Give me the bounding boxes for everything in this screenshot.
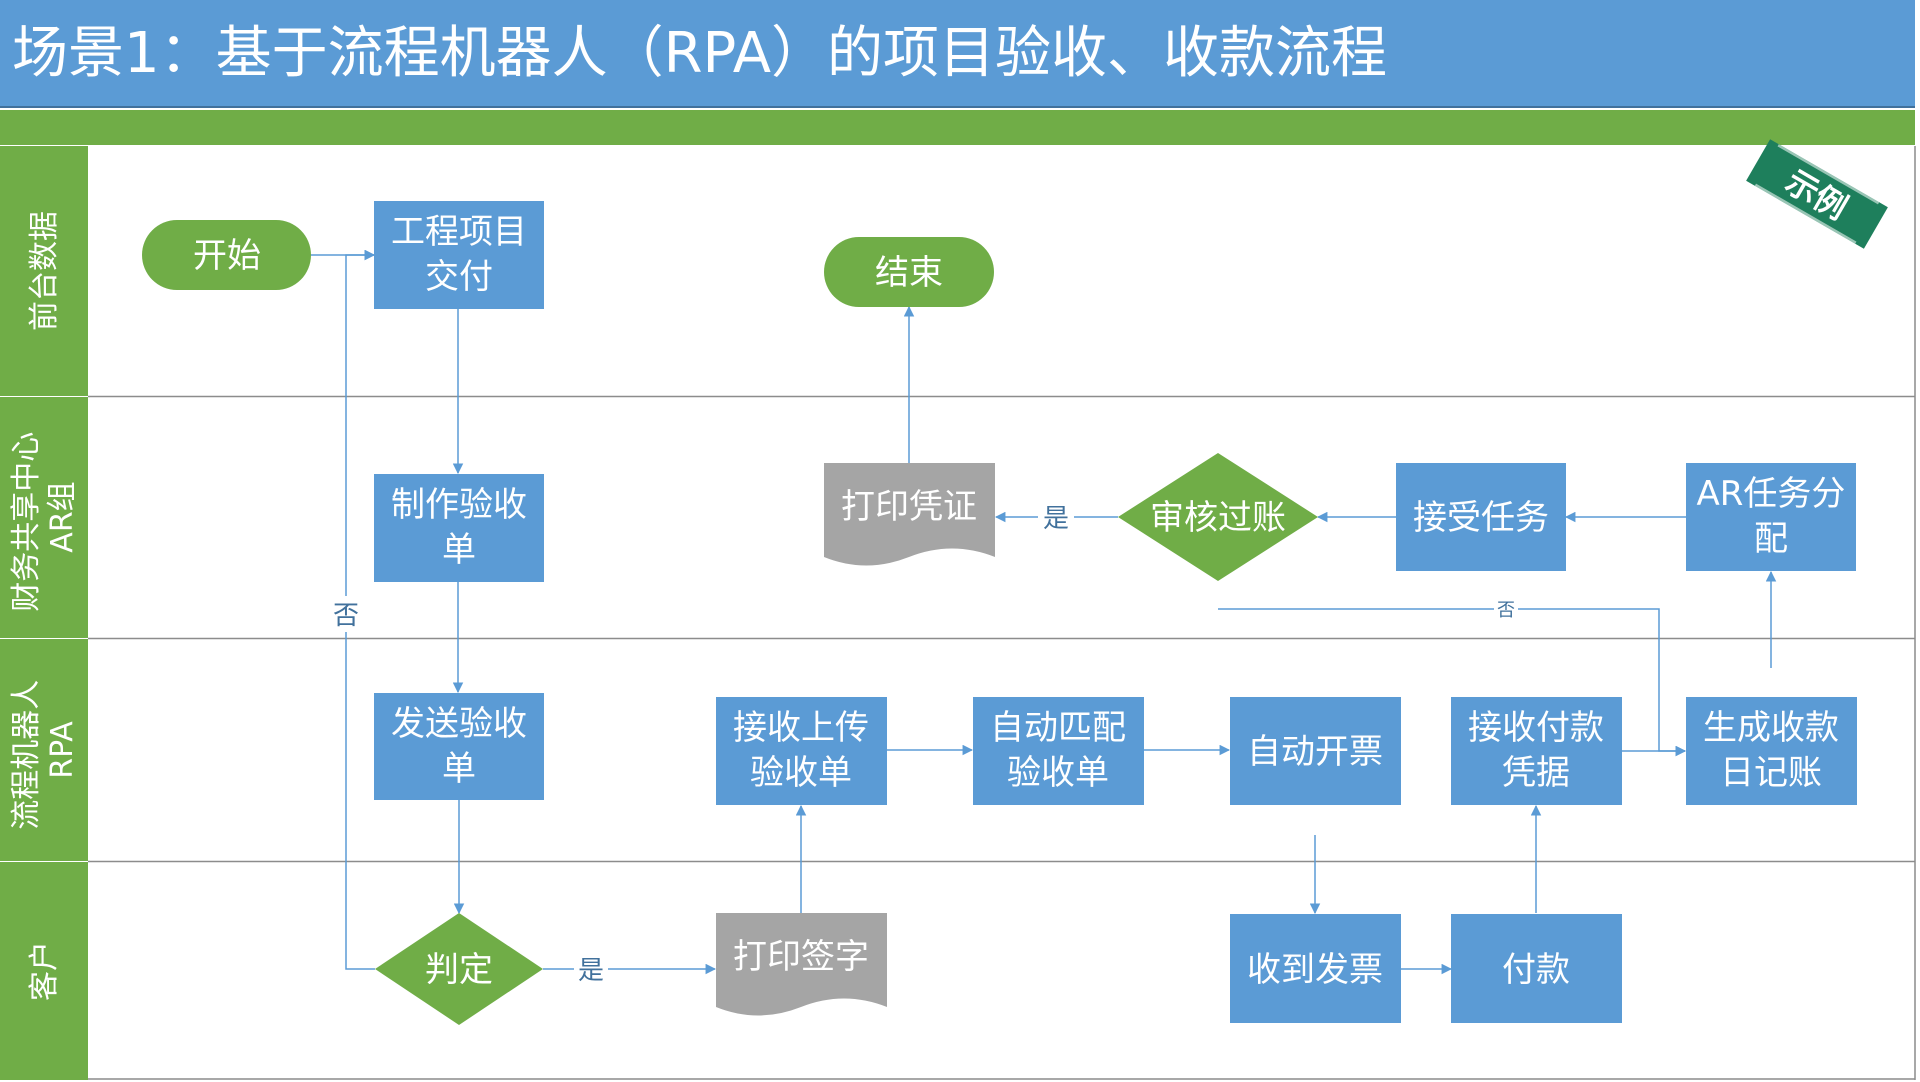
svg-text:打印凭证: 打印凭证 (841, 487, 977, 527)
node-project-delivery: 工程项目 交付 (374, 201, 544, 309)
lane-label-ar: 财务共享中心 AR组 (9, 422, 80, 612)
lane-rpa-band (0, 639, 88, 861)
lane-label-frontend: 前台数据 (27, 211, 62, 331)
lane-label-rpa: 流程机器人 RPA (9, 670, 80, 830)
svg-text:打印签字: 打印签字 (733, 937, 869, 977)
edge-label-review-no: 否 (1497, 600, 1515, 621)
svg-text:验收单: 验收单 (750, 753, 852, 793)
svg-text:凭据: 凭据 (1502, 753, 1570, 793)
lane-ar-band (0, 397, 88, 638)
edge-label-judge-yes: 是 (578, 956, 604, 986)
edge-labels: 否 是 是 否 (330, 500, 1518, 986)
svg-text:日记账: 日记账 (1720, 753, 1822, 793)
example-stamp: 示例 (1746, 139, 1888, 249)
page-title: 场景1：基于流程机器人（RPA）的项目验收、收款流程 (12, 21, 1388, 86)
svg-text:单: 单 (442, 749, 476, 789)
svg-text:开始: 开始 (193, 236, 261, 276)
node-auto-match: 自动匹配 验收单 (973, 697, 1144, 805)
svg-text:付款: 付款 (1502, 950, 1570, 990)
node-generate-journal: 生成收款 日记账 (1686, 697, 1857, 805)
svg-text:工程项目: 工程项目 (391, 212, 527, 252)
node-print-voucher: 打印凭证 (824, 463, 995, 566)
svg-text:验收单: 验收单 (1007, 753, 1109, 793)
node-end: 结束 (824, 237, 994, 307)
edge-label-judge-no: 否 (333, 601, 359, 631)
node-receive-upload: 接收上传 验收单 (716, 697, 887, 805)
svg-text:自动匹配: 自动匹配 (990, 708, 1126, 748)
svg-text:结束: 结束 (875, 253, 943, 293)
node-send-acceptance: 发送验收 单 (374, 693, 544, 800)
node-auto-invoice: 自动开票 (1230, 697, 1401, 805)
node-payment: 付款 (1451, 914, 1622, 1023)
node-print-sign: 打印签字 (716, 913, 887, 1016)
svg-text:发送验收: 发送验收 (391, 704, 527, 744)
svg-text:制作验收: 制作验收 (391, 485, 527, 525)
node-ar-assign: AR任务分 配 (1686, 463, 1856, 571)
node-start: 开始 (142, 220, 311, 290)
node-receive-payment-voucher: 接收付款 凭据 (1451, 697, 1622, 805)
lane-customer-band (0, 862, 88, 1080)
title-bar: 场景1：基于流程机器人（RPA）的项目验收、收款流程 (0, 0, 1915, 108)
swimlanes: 前台数据 财务共享中心 AR组 流程机器人 RPA 客户 (0, 146, 1916, 1080)
node-make-acceptance: 制作验收 单 (374, 474, 544, 582)
svg-text:接受任务: 接受任务 (1413, 498, 1549, 538)
node-review-post: 审核过账 (1118, 453, 1318, 581)
svg-text:生成收款: 生成收款 (1703, 708, 1839, 748)
svg-text:单: 单 (442, 530, 476, 570)
svg-text:交付: 交付 (425, 257, 493, 297)
svg-text:判定: 判定 (425, 950, 493, 990)
lane-label-customer: 客户 (27, 941, 62, 1001)
edge-label-review-yes: 是 (1043, 504, 1069, 534)
header-strip (0, 110, 1915, 145)
node-accept-task: 接受任务 (1396, 463, 1566, 571)
svg-text:自动开票: 自动开票 (1247, 732, 1383, 772)
svg-text:AR任务分: AR任务分 (1697, 474, 1846, 514)
node-judge: 判定 (375, 913, 543, 1025)
svg-text:配: 配 (1754, 519, 1788, 559)
node-receive-invoice: 收到发票 (1230, 914, 1401, 1023)
arrow-review-no-loop (1218, 608, 1687, 757)
svg-text:接收上传: 接收上传 (733, 708, 869, 748)
svg-text:接收付款: 接收付款 (1468, 708, 1604, 748)
svg-text:收到发票: 收到发票 (1247, 950, 1383, 990)
lane-frontend-band (0, 146, 88, 396)
svg-text:审核过账: 审核过账 (1150, 498, 1286, 538)
